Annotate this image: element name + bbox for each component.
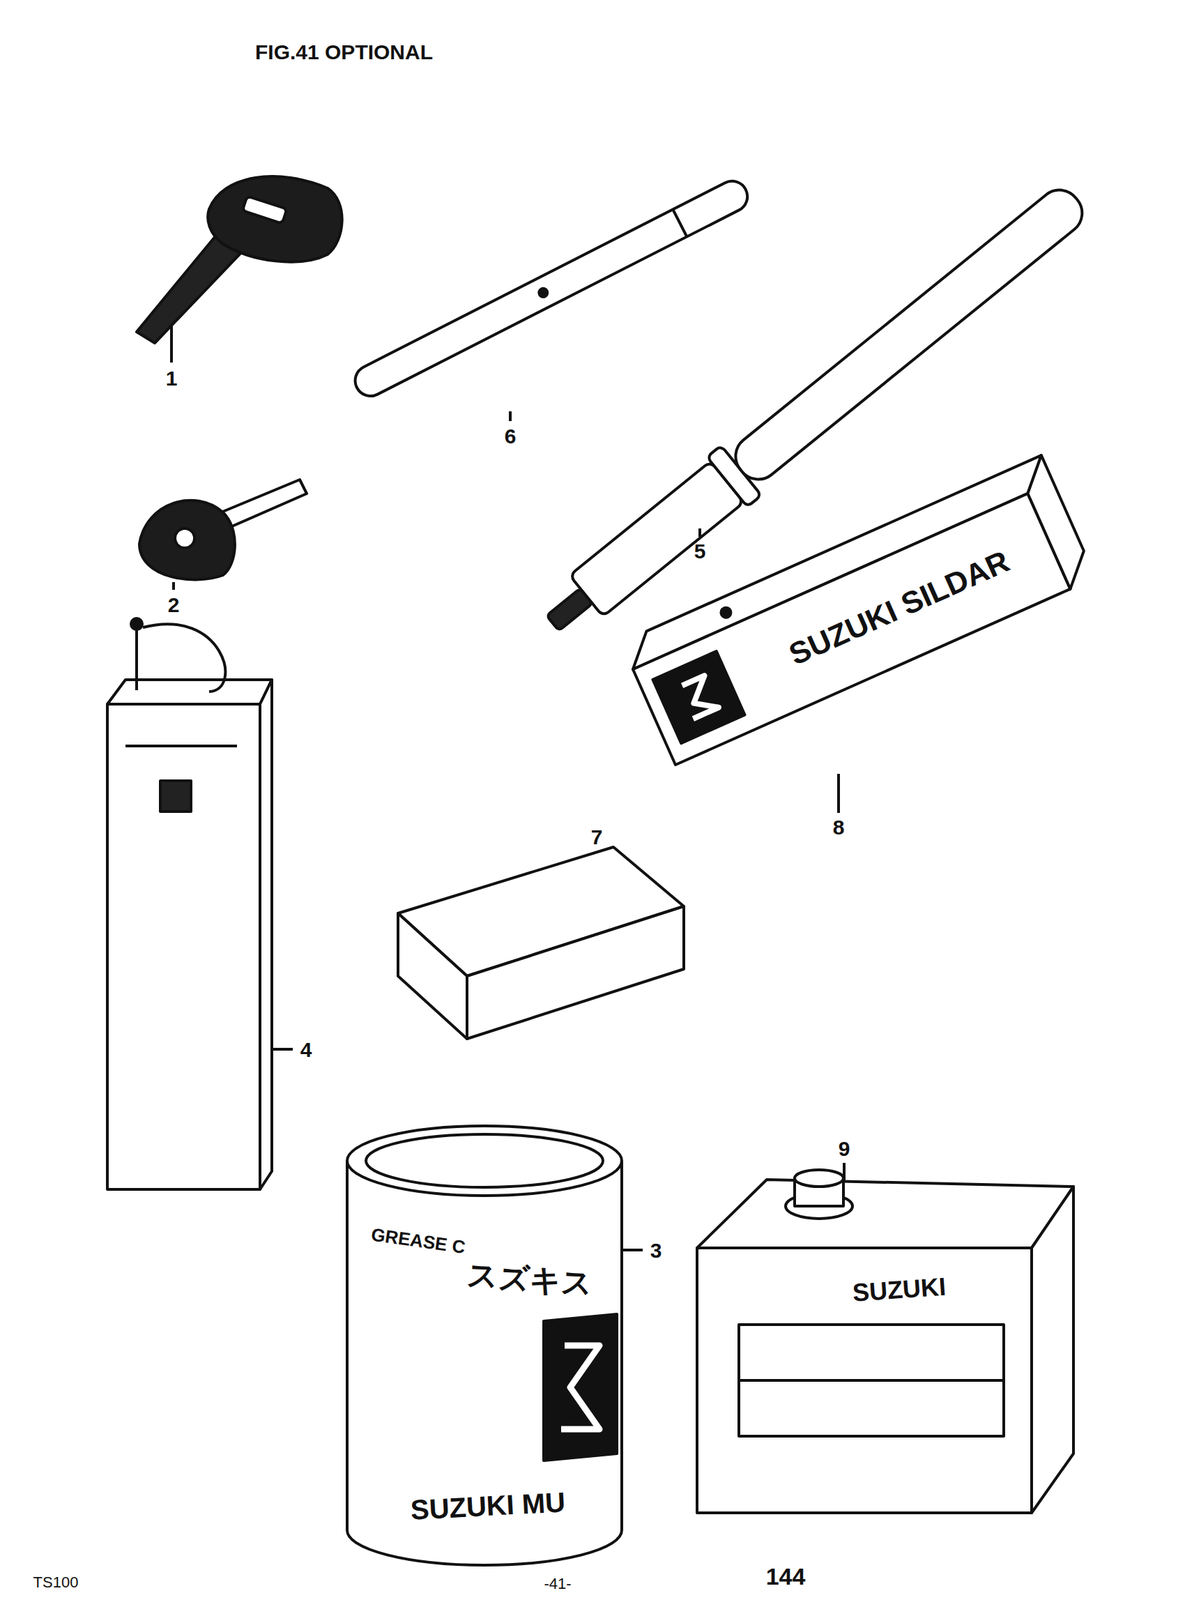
callout-number: 5 bbox=[694, 539, 707, 563]
model-code: TS100 bbox=[33, 1573, 79, 1591]
callout-number: 9 bbox=[838, 1136, 851, 1160]
callout-number: 4 bbox=[300, 1037, 313, 1061]
callout-number: 1 bbox=[165, 366, 178, 390]
callout-number: 2 bbox=[167, 593, 180, 617]
page-code: -41- bbox=[543, 1575, 571, 1593]
callout-number: 8 bbox=[832, 815, 845, 839]
figure-title: FIG.41 OPTIONAL bbox=[255, 40, 433, 65]
callout-number: 7 bbox=[591, 825, 603, 849]
callout-number: 6 bbox=[504, 424, 517, 448]
callout-number: 3 bbox=[650, 1238, 663, 1262]
page-number: 144 bbox=[766, 1563, 806, 1590]
